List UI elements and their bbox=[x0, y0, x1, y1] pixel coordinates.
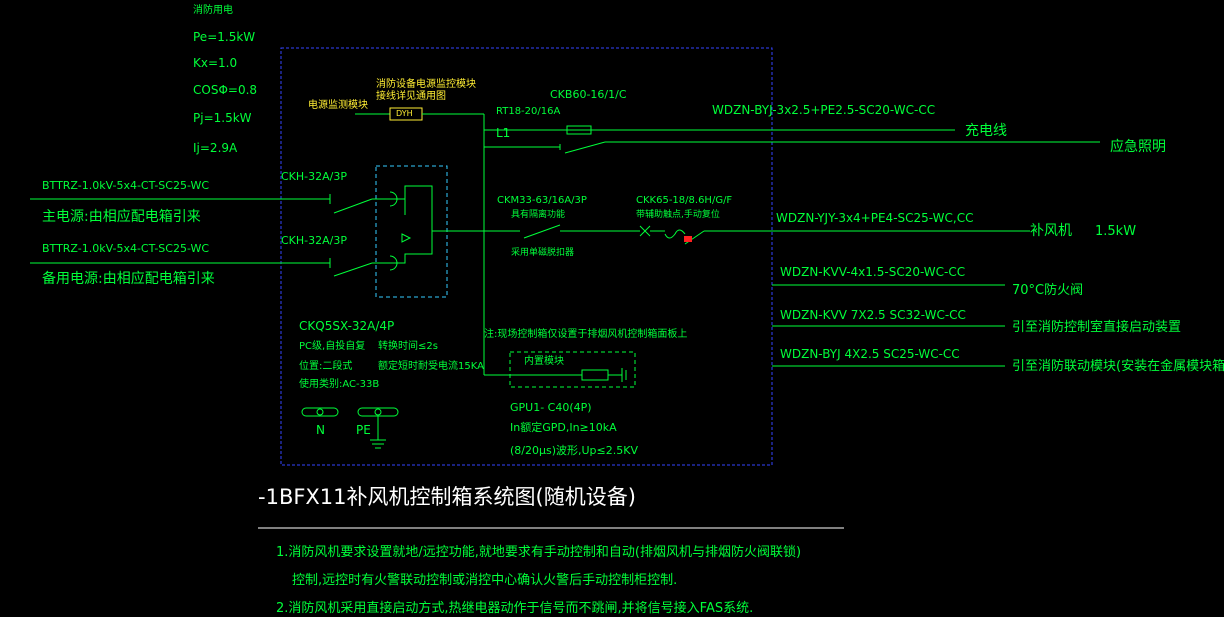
relay-label: CKK65-18/8.6H/G/F bbox=[636, 195, 733, 206]
load-title: 消防用电 bbox=[193, 5, 233, 16]
spd-module-label: 内置模块 bbox=[524, 356, 564, 367]
motor-breaker-note1: 具有隔离功能 bbox=[511, 210, 566, 220]
load-cos: COSΦ=0.8 bbox=[193, 83, 258, 97]
main-breaker-label: CKH-32A/3P bbox=[281, 170, 347, 183]
load-ij: Ij=2.9A bbox=[193, 141, 238, 155]
l1-fuse-label: RT18-20/16A bbox=[496, 106, 561, 117]
terminal-pe-label: PE bbox=[356, 423, 371, 437]
emergency-label: 应急照明 bbox=[1110, 139, 1166, 155]
fire-monitor-module-label: DYH bbox=[396, 109, 413, 118]
backup-source-label: 备用电源:由相应配电箱引来 bbox=[42, 271, 215, 287]
ats-spec-c: 位置:二段式 bbox=[299, 361, 353, 372]
backup-breaker-blade bbox=[333, 262, 373, 277]
charger-label: 充电线 bbox=[965, 123, 1007, 139]
spd-resistor bbox=[581, 369, 609, 381]
ctrl-label: 引至消防控制室直接启动装置 bbox=[1012, 320, 1182, 335]
ats-spec-d: 额定短时耐受电流15KA bbox=[378, 361, 484, 372]
spd-note: 注:现场控制箱仅设置于排烟风机控制箱面板上 bbox=[484, 329, 688, 340]
damper-cable-label: WDZN-KVV-4x1.5-SC20-WC-CC bbox=[780, 265, 966, 279]
motor-breaker-blade bbox=[523, 224, 561, 239]
note-1a: 1.消防风机要求设置就地/远控功能,就地要求有手动控制和自动(排烟风机与排烟防火… bbox=[276, 545, 802, 560]
load-pe: Pe=1.5kW bbox=[193, 30, 256, 44]
motor-breaker-label: CKM33-63/16A/3P bbox=[497, 195, 587, 206]
fire-note-line1: 消防设备电源监控模块 bbox=[376, 79, 476, 90]
load-pj: Pj=1.5kW bbox=[193, 111, 252, 125]
control-box-enclosure bbox=[280, 47, 773, 466]
link-label: 引至消防联动模块(安装在金属模块箱内) bbox=[1012, 359, 1224, 374]
backup-breaker-label: CKH-32A/3P bbox=[281, 234, 347, 247]
ats-model: CKQ5SX-32A/4P bbox=[299, 319, 395, 333]
motor-breaker-note2: 采用单磁脱扣器 bbox=[511, 248, 575, 258]
ats-spec-e: 使用类别:AC-33B bbox=[299, 379, 380, 390]
note-1b: 控制,远控时有火警联动控制或消控中心确认火警后手动控制柜控制. bbox=[292, 573, 678, 588]
spd-model: GPU1- C40(4P) bbox=[510, 401, 592, 414]
main-breaker-blade bbox=[333, 198, 373, 214]
link-cable-label: WDZN-BYJ 4X2.5 SC25-WC-CC bbox=[780, 347, 960, 361]
damper-label: 70°C防火阀 bbox=[1012, 283, 1084, 298]
backup-cable-label: BTTRZ-1.0kV-5x4-CT-SC25-WC bbox=[42, 242, 210, 255]
main-cable-label: BTTRZ-1.0kV-5x4-CT-SC25-WC bbox=[42, 179, 210, 192]
note-2: 2.消防风机采用直接启动方式,热继电器动作于信号而不跳闸,并将信号接入FAS系统… bbox=[276, 601, 754, 616]
diagram-title: -1BFX11补风机控制箱系统图(随机设备) bbox=[258, 485, 636, 509]
spd-line3: (8/20μs)波形,Up≤2.5KV bbox=[510, 444, 638, 457]
l1-label: L1 bbox=[496, 126, 511, 140]
motor-cable-label: WDZN-YJY-3x4+PE4-SC25-WC,CC bbox=[776, 211, 974, 225]
spd-module-box bbox=[509, 351, 636, 388]
l1-breaker-label: CKB60-16/1/C bbox=[550, 88, 627, 101]
fire-note-line2: 接线详见通用图 bbox=[376, 91, 446, 102]
load-kx: Kx=1.0 bbox=[193, 56, 238, 70]
motor-label: 补风机 bbox=[1030, 223, 1072, 239]
relay-note: 带辅助触点,手动复位 bbox=[636, 210, 720, 220]
main-source-label: 主电源:由相应配电箱引来 bbox=[42, 209, 201, 225]
l1-breaker-blade bbox=[564, 141, 606, 154]
relay-marker bbox=[684, 236, 692, 242]
l1-cable-label: WDZN-BYJ-3x2.5+PE2.5-SC20-WC-CC bbox=[712, 103, 936, 117]
ats-spec-b: 转换时间≤2s bbox=[378, 341, 438, 352]
spd-line2: In额定GPD,In≥10kA bbox=[510, 421, 617, 434]
fire-monitor-label: 电源监测模块 bbox=[308, 100, 368, 111]
ats-indicator-icon bbox=[401, 233, 412, 243]
ctrl-cable-label: WDZN-KVV 7X2.5 SC32-WC-CC bbox=[780, 308, 966, 322]
terminal-n bbox=[301, 407, 339, 417]
ats-spec-a: PC级,自投自复 bbox=[299, 341, 366, 352]
terminal-n-label: N bbox=[316, 423, 325, 437]
motor-power-label: 1.5kW bbox=[1095, 224, 1137, 239]
thermal-relay-icon bbox=[664, 229, 686, 239]
